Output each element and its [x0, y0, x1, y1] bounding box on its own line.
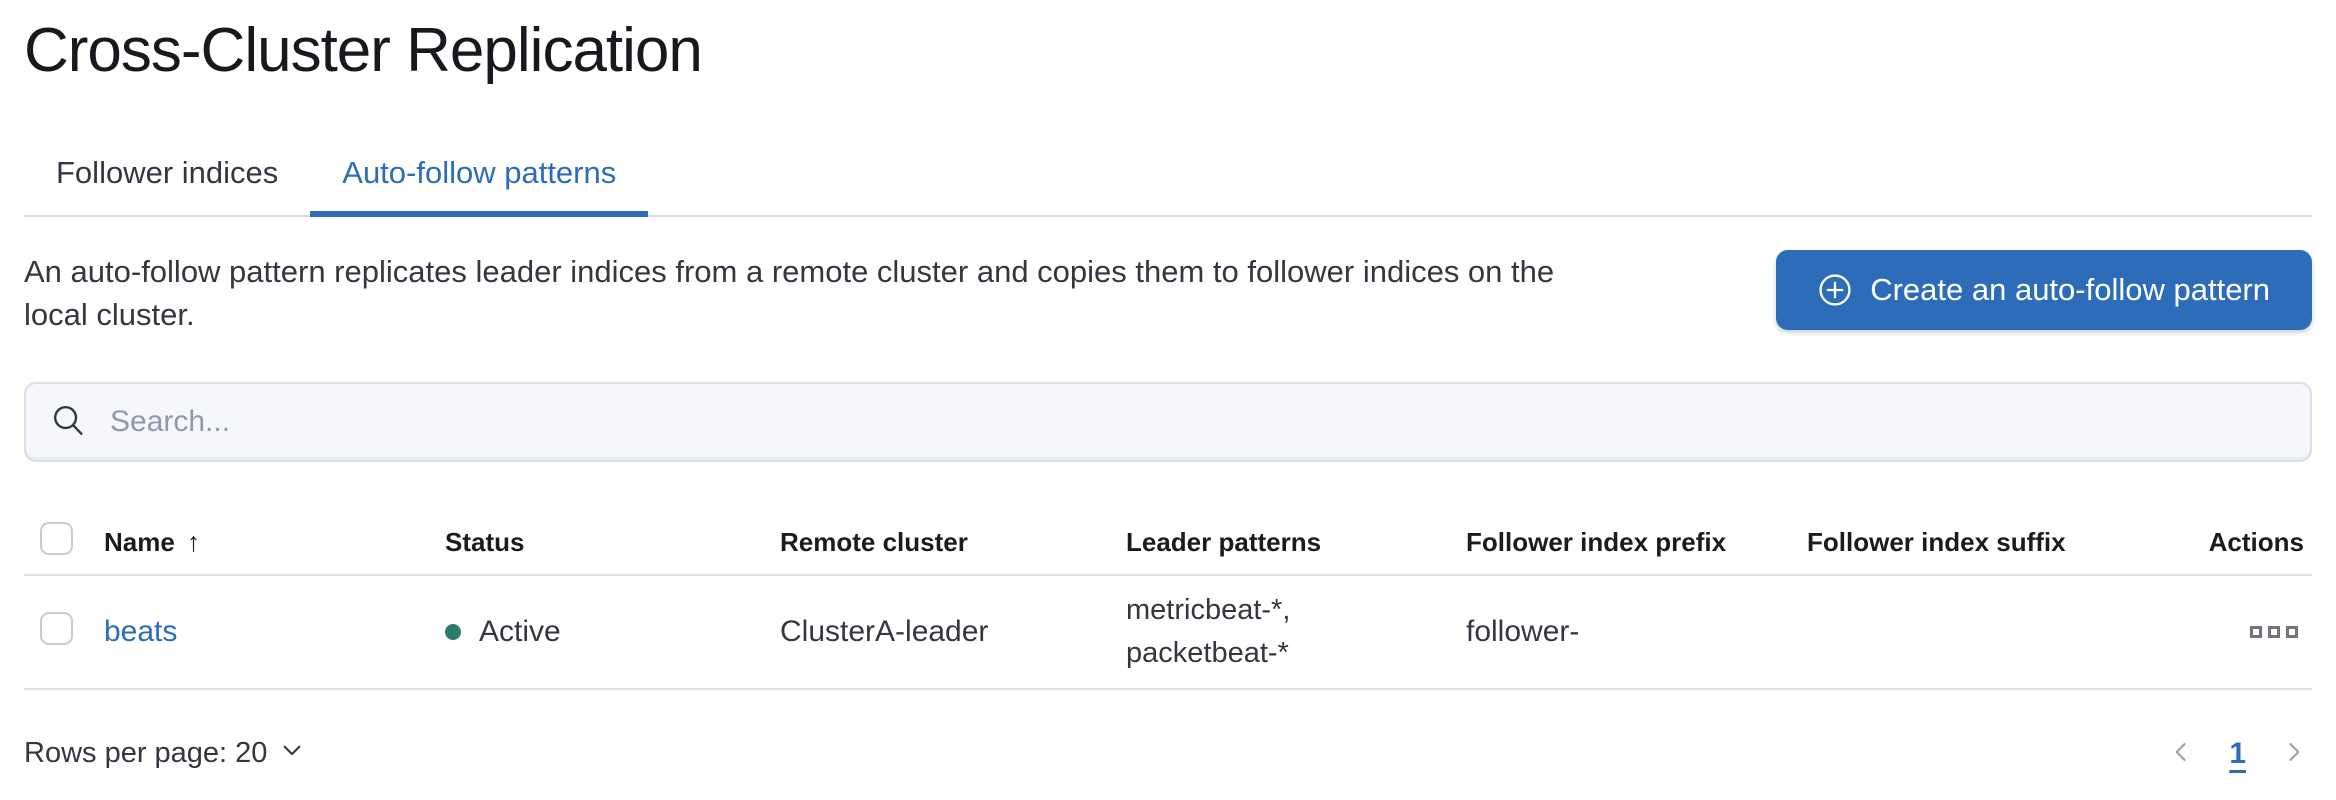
table-header-row: Name ↑ Status Remote cluster Leader patt…	[24, 510, 2312, 577]
pagination: 1	[2163, 734, 2312, 773]
status-cell: Active	[445, 615, 780, 649]
search-input[interactable]	[110, 405, 2284, 440]
boxes-horizontal-icon	[2250, 626, 2262, 639]
select-all-cell	[24, 521, 104, 563]
create-auto-follow-pattern-button[interactable]: Create an auto-follow pattern	[1776, 250, 2312, 331]
column-header-name-label: Name	[104, 526, 175, 557]
column-header-leader-patterns: Leader patterns	[1126, 526, 1322, 557]
intro-description-line1: An auto-follow pattern replicates leader…	[24, 254, 1555, 290]
auto-follow-patterns-table: Name ↑ Status Remote cluster Leader patt…	[24, 510, 2312, 691]
column-header-name[interactable]: Name ↑	[104, 527, 445, 558]
follower-index-prefix-cell: follower-	[1466, 615, 1580, 649]
tab-follower-indices[interactable]: Follower indices	[24, 135, 310, 217]
page-title: Cross-Cluster Replication	[24, 16, 703, 85]
tab-follower-indices-label: Follower indices	[56, 155, 279, 191]
page-number-button[interactable]: 1	[2229, 736, 2246, 770]
boxes-horizontal-icon	[2268, 626, 2280, 639]
status-label: Active	[479, 615, 561, 649]
intro-description: An auto-follow pattern replicates leader…	[24, 250, 1554, 336]
chevron-right-icon	[2280, 738, 2308, 769]
sort-ascending-icon: ↑	[186, 526, 201, 557]
select-all-checkbox[interactable]	[40, 521, 73, 555]
leader-pattern-line: packetbeat-*	[1126, 637, 1289, 670]
leader-pattern-line: metricbeat-*,	[1126, 594, 1291, 627]
pattern-name-link[interactable]: beats	[104, 615, 178, 649]
create-button-label: Create an auto-follow pattern	[1870, 272, 2270, 308]
search-bar[interactable]	[24, 382, 2312, 463]
column-header-remote-cluster: Remote cluster	[780, 526, 968, 557]
intro-description-line2: local cluster.	[24, 297, 195, 333]
column-header-follower-index-prefix: Follower index prefix	[1466, 526, 1727, 557]
rows-per-page-label: Rows per page: 20	[24, 737, 268, 770]
table-footer: Rows per page: 20 1	[24, 734, 2312, 773]
row-select-cell	[24, 611, 104, 653]
next-page-button[interactable]	[2276, 734, 2312, 773]
search-icon	[52, 404, 84, 441]
column-header-follower-index-suffix: Follower index suffix	[1807, 526, 2066, 557]
leader-patterns-cell: metricbeat-*, packetbeat-*	[1126, 589, 1466, 675]
chevron-down-icon	[279, 737, 305, 771]
tab-bar: Follower indices Auto-follow patterns	[24, 135, 2312, 218]
actions-cell	[2107, 620, 2312, 644]
table-row: beats Active ClusterA-leader metricbeat-…	[24, 576, 2312, 691]
status-active-dot-icon	[445, 624, 461, 641]
name-cell: beats	[104, 615, 445, 649]
all-actions-button[interactable]	[2244, 620, 2304, 644]
cross-cluster-replication-page: Cross-Cluster Replication Follower indic…	[0, 16, 2336, 773]
chevron-left-icon	[2167, 738, 2195, 769]
column-header-actions: Actions	[2208, 526, 2304, 557]
row-checkbox[interactable]	[40, 611, 73, 645]
previous-page-button[interactable]	[2163, 734, 2199, 773]
tab-auto-follow-patterns-label: Auto-follow patterns	[342, 155, 617, 191]
remote-cluster-cell: ClusterA-leader	[780, 615, 989, 649]
column-header-status: Status	[445, 526, 525, 557]
tab-auto-follow-patterns[interactable]: Auto-follow patterns	[310, 135, 649, 218]
rows-per-page-button[interactable]: Rows per page: 20	[24, 737, 305, 771]
boxes-horizontal-icon	[2286, 626, 2298, 639]
intro-section: An auto-follow pattern replicates leader…	[24, 250, 2312, 336]
plus-in-circle-icon	[1818, 273, 1852, 307]
